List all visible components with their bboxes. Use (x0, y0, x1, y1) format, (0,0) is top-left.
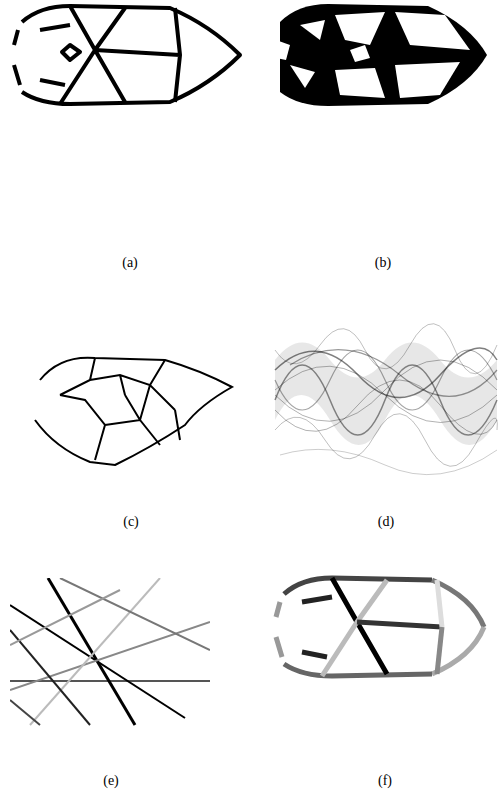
panel-label: (b) (375, 255, 391, 270)
outline (35, 358, 232, 465)
member (40, 25, 80, 85)
outline (22, 6, 240, 104)
skeleton-c (35, 358, 232, 465)
panel-label-slot: (d) (346, 512, 426, 530)
structure-f (276, 578, 484, 676)
panel-label-slot: (f) (345, 771, 425, 789)
solid (280, 4, 487, 106)
holes (276, 12, 470, 98)
panel-label: (a) (122, 255, 138, 270)
panel-label-slot: (b) (343, 253, 423, 271)
panel-label: (c) (123, 514, 139, 529)
panel-label-slot: (e) (71, 771, 151, 789)
member (14, 30, 20, 85)
panel-label: (f) (378, 773, 392, 788)
panel-label: (e) (103, 773, 119, 788)
member (60, 358, 180, 460)
lines-e (10, 578, 210, 725)
panel-label-slot: (c) (91, 512, 171, 530)
sinogram-d (275, 324, 497, 475)
panel-label-slot: (a) (90, 253, 170, 271)
structure-a (14, 6, 240, 104)
panel-label: (d) (378, 514, 394, 529)
structure-b (276, 4, 487, 106)
